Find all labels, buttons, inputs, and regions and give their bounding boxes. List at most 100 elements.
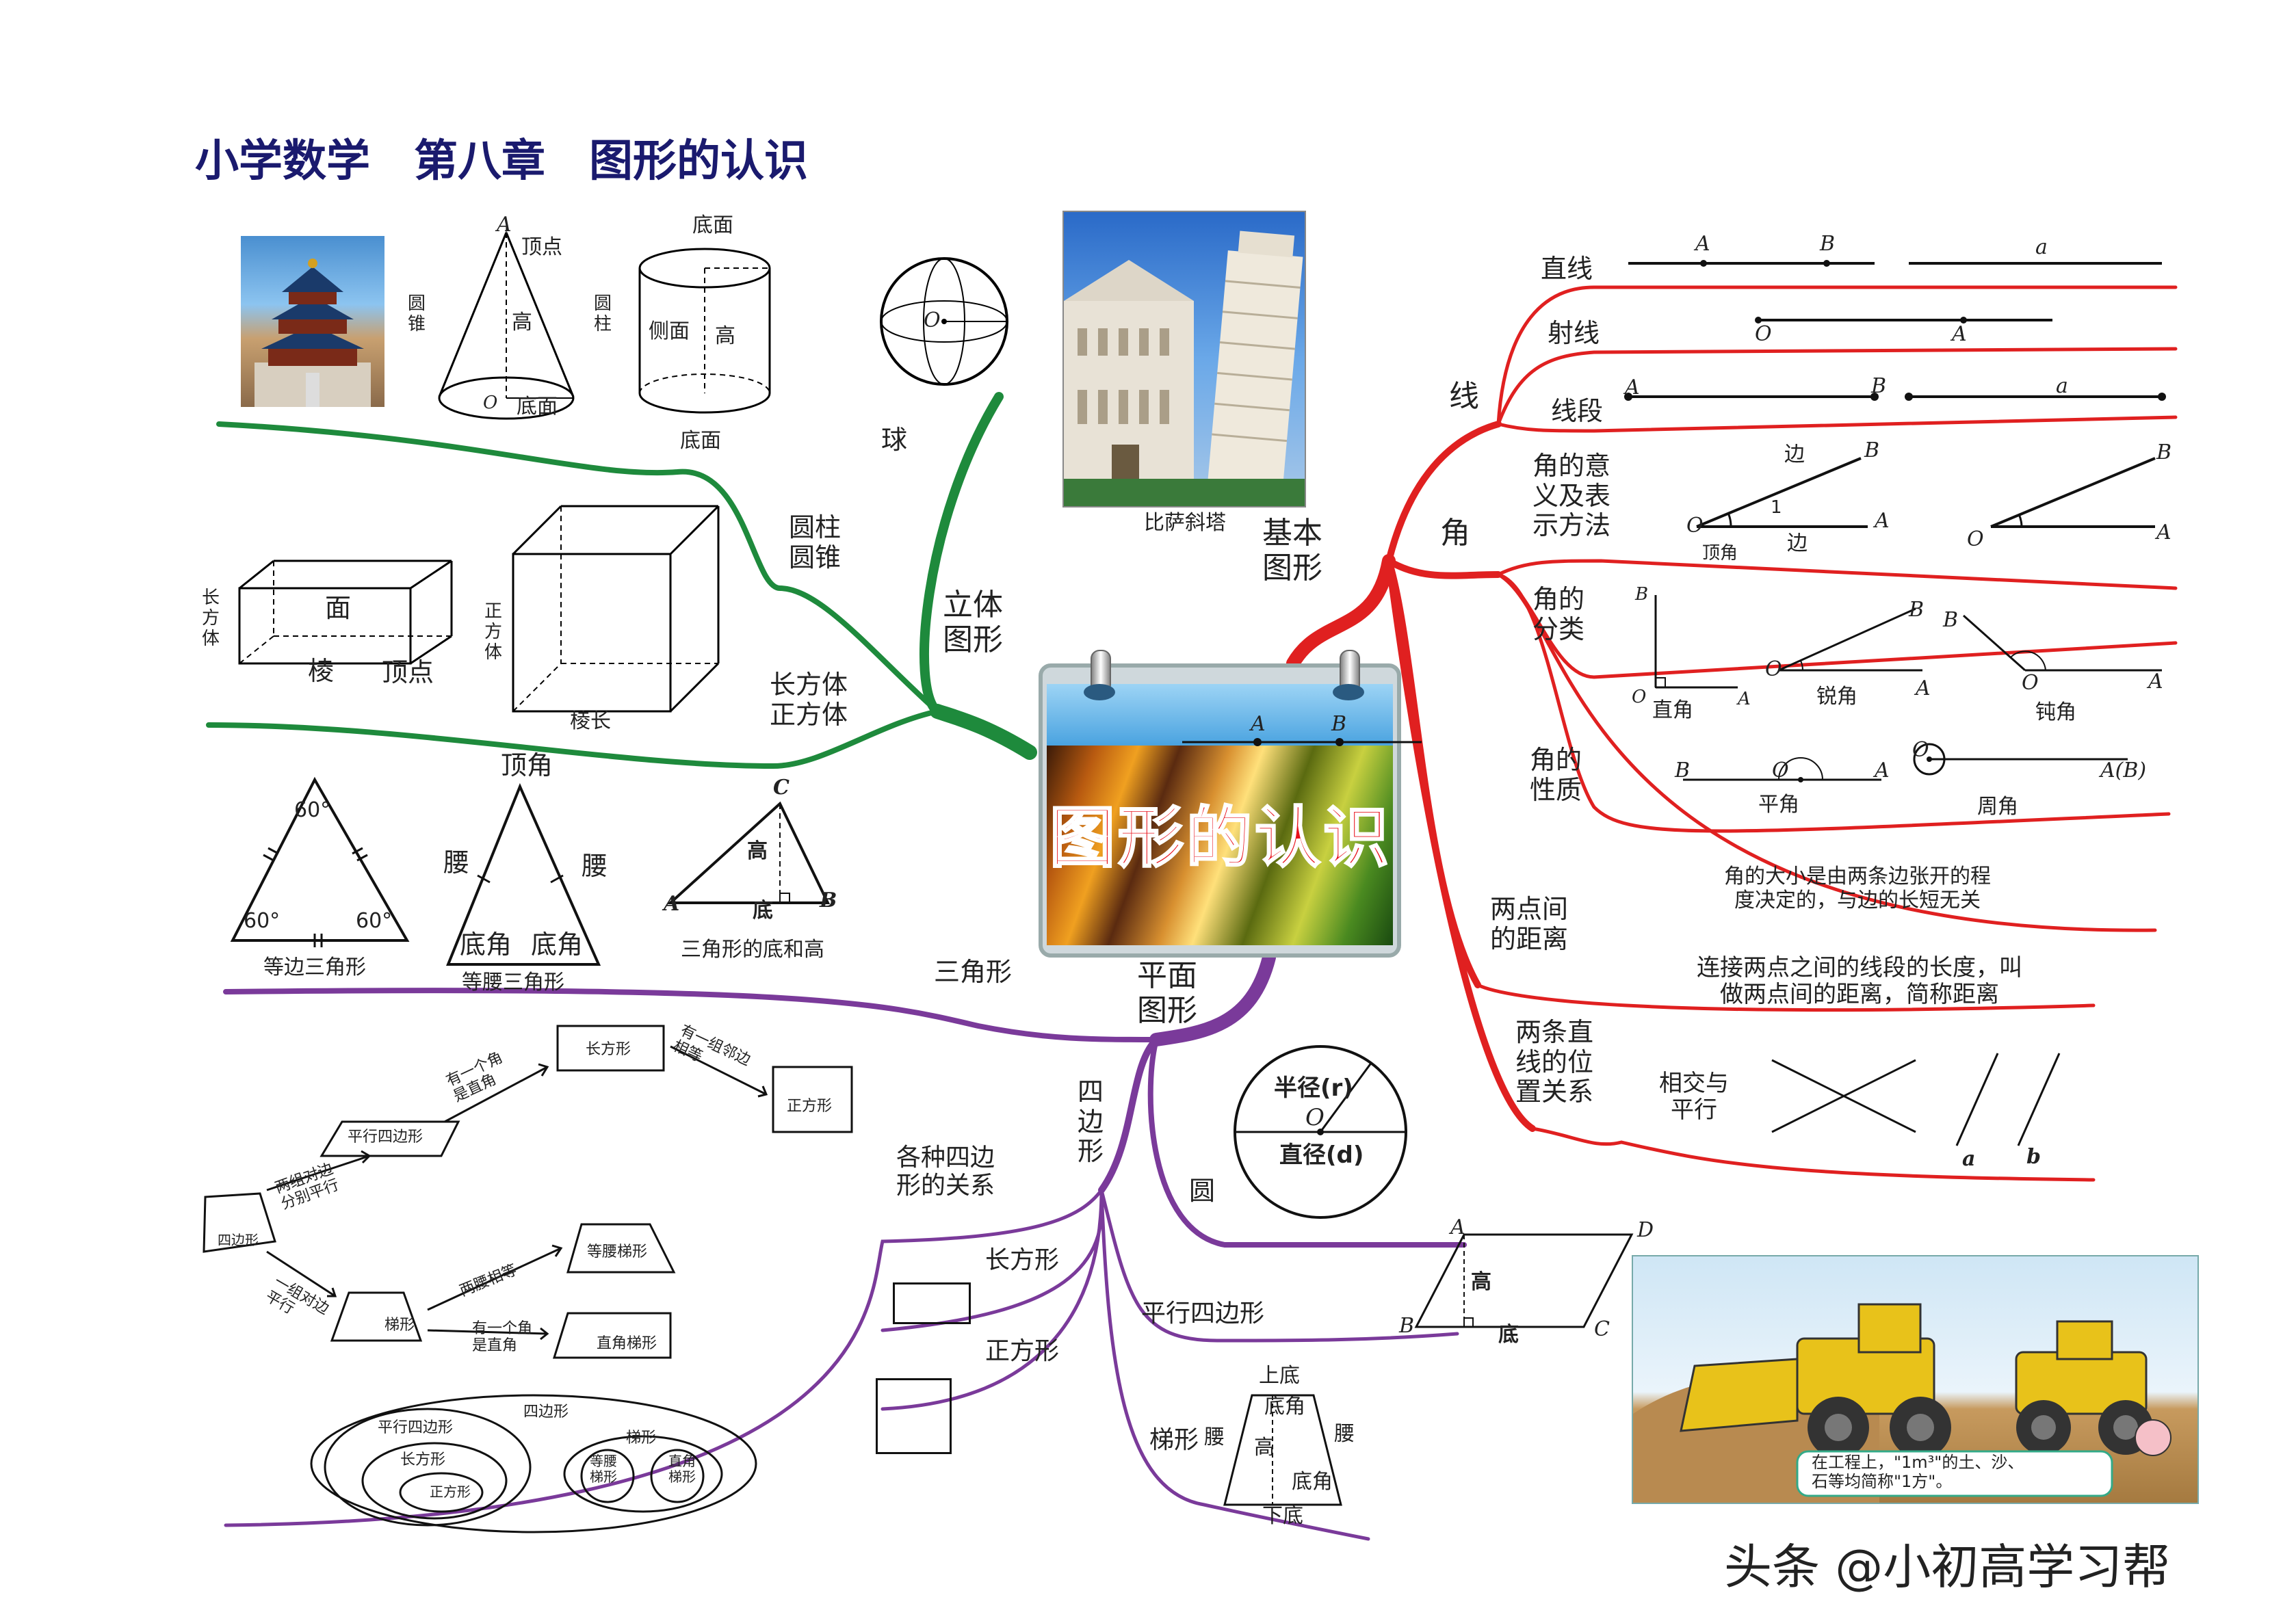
acute-a: A bbox=[1916, 676, 1931, 700]
right-o: O bbox=[1632, 687, 1647, 707]
cuboid-figure bbox=[238, 559, 453, 665]
center-label: 图形的认识 bbox=[1049, 799, 1392, 877]
cuboid-side-label: 长 方 体 bbox=[202, 588, 220, 649]
right-angle-label: 直角 bbox=[1652, 698, 1693, 722]
venn-rect: 长方形 bbox=[400, 1451, 446, 1468]
angle-class-label: 角的 分类 bbox=[1532, 584, 1585, 644]
angle2-a: A bbox=[2156, 520, 2171, 544]
tri-base-c: C bbox=[773, 776, 790, 800]
obtuse-o: O bbox=[2022, 671, 2039, 695]
angle1-b: B bbox=[1864, 438, 1880, 462]
triangle-figures bbox=[230, 776, 831, 966]
right-a: A bbox=[1738, 689, 1751, 709]
distance-note: 连接两点之间的线段的长度，叫 做两点间的距离，简称距离 bbox=[1697, 954, 2022, 1009]
ring-socket-left bbox=[1084, 684, 1115, 700]
quad-venn bbox=[310, 1394, 757, 1533]
tri-iso-base-left: 底角 bbox=[460, 930, 512, 960]
para-figure bbox=[1414, 1233, 1634, 1328]
angle-prop-label: 角的 性质 bbox=[1530, 745, 1582, 805]
tri-eq-left: 60° bbox=[244, 909, 281, 933]
cube-edge-length: 棱长 bbox=[570, 709, 611, 733]
ray-a: A bbox=[1952, 322, 1967, 346]
tri-eq-right: 60° bbox=[356, 909, 393, 933]
bulldozer-caption: 在工程上，"1m³"的土、沙、 石等均简称"1方"。 bbox=[1812, 1453, 2024, 1491]
round-angle-label: 周角 bbox=[1977, 795, 2018, 819]
tri-base-caption: 三角形的底和高 bbox=[681, 938, 824, 962]
trap-figure bbox=[1223, 1394, 1342, 1506]
cone-base: 底面 bbox=[517, 395, 558, 419]
position-label: 两条直 线的位 置关系 bbox=[1515, 1017, 1594, 1107]
angle2-b: B bbox=[2156, 440, 2172, 464]
trap-h: 高 bbox=[1254, 1436, 1275, 1460]
para-d: D bbox=[1637, 1218, 1654, 1242]
node-line-group: 线 bbox=[1449, 379, 1479, 414]
cone-vertex: 顶点 bbox=[521, 235, 562, 259]
cylinder-top: 底面 bbox=[692, 213, 733, 237]
sphere-figure bbox=[880, 257, 1008, 386]
node-quad: 四 边 形 bbox=[1078, 1077, 1104, 1167]
cube-side-label: 正 方 体 bbox=[484, 601, 503, 663]
line-a: A bbox=[1695, 232, 1710, 256]
trap-bottom-angle: 底角 bbox=[1292, 1470, 1333, 1494]
straight-angle-label: 平角 bbox=[1758, 793, 1799, 817]
position-sub: 相交与 平行 bbox=[1659, 1070, 1729, 1124]
branch-plane: 平面 图形 bbox=[1137, 958, 1197, 1028]
angle-prop-figures bbox=[1683, 743, 2128, 782]
node-cylinder-cone: 圆柱 圆锥 bbox=[789, 512, 842, 572]
watermark: 头条 @小初高学习帮 bbox=[1724, 1539, 2171, 1595]
tri-eq-caption: 等边三角形 bbox=[263, 956, 366, 979]
obtuse-b: B bbox=[1943, 608, 1959, 632]
trap-label: 梯形 bbox=[1149, 1426, 1199, 1454]
quad-flow bbox=[203, 1025, 853, 1359]
center-node: A B 图形的认识 bbox=[1039, 650, 1422, 958]
trap-top: 上底 bbox=[1259, 1364, 1300, 1388]
para-label: 平行四边形 bbox=[1141, 1300, 1265, 1328]
cone-figure bbox=[438, 219, 575, 420]
tri-iso-leg-left: 腰 bbox=[443, 847, 470, 878]
straight-o: O bbox=[1772, 759, 1789, 782]
segment-b: B bbox=[1871, 374, 1887, 398]
trap-top-angle: 底角 bbox=[1264, 1395, 1305, 1419]
cone-center: O bbox=[483, 393, 498, 413]
bulldozer-picture bbox=[1632, 1255, 2199, 1504]
para-h: 高 bbox=[1471, 1270, 1491, 1294]
round-ab: A(B) bbox=[2100, 759, 2147, 782]
sphere-center: O bbox=[924, 308, 941, 332]
obtuse-a: A bbox=[2148, 670, 2163, 694]
center-segment bbox=[1182, 738, 1422, 746]
cylinder-height: 高 bbox=[715, 324, 735, 348]
cuboid-edge: 棱 bbox=[308, 656, 335, 686]
position-figures bbox=[1771, 1053, 2061, 1146]
acute-angle-label: 锐角 bbox=[1816, 685, 1857, 709]
flow-right-trap: 直角梯形 bbox=[597, 1335, 657, 1352]
flow-quad: 四边形 bbox=[218, 1232, 259, 1248]
tri-base-base: 底 bbox=[753, 899, 773, 923]
cone-height: 高 bbox=[512, 311, 532, 334]
pisa-caption: 比萨斜塔 bbox=[1144, 511, 1226, 535]
segment-label: 线段 bbox=[1551, 396, 1604, 426]
angle-meaning-figures bbox=[1696, 457, 2156, 528]
ray-label: 射线 bbox=[1548, 318, 1600, 348]
line-b: B bbox=[1820, 232, 1836, 256]
circle-radius: 半径(r) bbox=[1274, 1075, 1353, 1102]
straight-a: A bbox=[1875, 759, 1890, 782]
trap-leg-right: 腰 bbox=[1334, 1422, 1355, 1446]
branch-basic: 基本 图形 bbox=[1262, 516, 1322, 585]
angle-side-top: 边 bbox=[1784, 443, 1805, 466]
flow-iso-trap: 等腰梯形 bbox=[587, 1243, 648, 1261]
distance-label: 两点间 的距离 bbox=[1490, 894, 1569, 954]
trap-leg-left: 腰 bbox=[1204, 1425, 1225, 1449]
angle1-a: A bbox=[1875, 509, 1890, 533]
venn-trap: 梯形 bbox=[626, 1429, 657, 1447]
tri-eq-top: 60° bbox=[294, 798, 331, 822]
page-title: 小学数学 第八章 图形的认识 bbox=[195, 136, 808, 187]
center-panel bbox=[1047, 746, 1393, 945]
trap-bottom: 下底 bbox=[1262, 1504, 1303, 1528]
center-point-a: A bbox=[1251, 712, 1266, 736]
line-small-a: a bbox=[2035, 235, 2048, 259]
venn-quad: 四边形 bbox=[523, 1403, 569, 1421]
cylinder-side: 侧面 bbox=[649, 319, 690, 343]
node-triangle: 三角形 bbox=[934, 957, 1013, 987]
right-b: B bbox=[1635, 584, 1649, 605]
